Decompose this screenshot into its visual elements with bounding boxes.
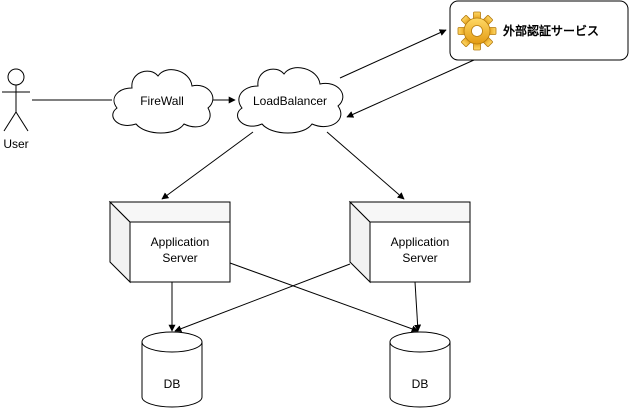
app-server-right-label-line2: Server bbox=[402, 251, 437, 265]
user-label: User bbox=[3, 137, 28, 151]
app-server-left[interactable] bbox=[108, 200, 231, 284]
app-server-right[interactable] bbox=[348, 200, 471, 284]
user-actor-head bbox=[7, 68, 25, 86]
loadbalancer-label: LoadBalancer bbox=[253, 94, 327, 108]
db-left-label: DB bbox=[164, 377, 181, 391]
edge-loadbalancer-appserver-right bbox=[326, 131, 405, 200]
edge-appserver-right-db-right bbox=[414, 281, 422, 332]
db-left[interactable] bbox=[141, 331, 203, 408]
edge-auth-loadbalancer bbox=[346, 59, 475, 118]
db-right-label: DB bbox=[412, 377, 429, 391]
user-actor[interactable] bbox=[2, 68, 30, 132]
auth-service-box[interactable] bbox=[449, 0, 629, 61]
edge-appserver-left-db-right bbox=[229, 262, 419, 333]
loadbalancer-cloud[interactable] bbox=[237, 67, 344, 134]
app-server-right-label-line1: Application bbox=[391, 235, 450, 249]
auth-service-label: 外部認証サービス bbox=[503, 23, 599, 38]
edge-loadbalancer-appserver-left bbox=[161, 131, 254, 200]
db-right[interactable] bbox=[389, 331, 451, 408]
app-server-left-label-line2: Server bbox=[162, 251, 197, 265]
edge-appserver-right-db-left bbox=[174, 263, 351, 333]
edge-loadbalancer-auth bbox=[339, 29, 447, 79]
firewall-label: FireWall bbox=[140, 94, 184, 108]
firewall-cloud[interactable] bbox=[112, 69, 214, 134]
gear-icon bbox=[457, 11, 497, 51]
app-server-left-label-line1: Application bbox=[151, 235, 210, 249]
